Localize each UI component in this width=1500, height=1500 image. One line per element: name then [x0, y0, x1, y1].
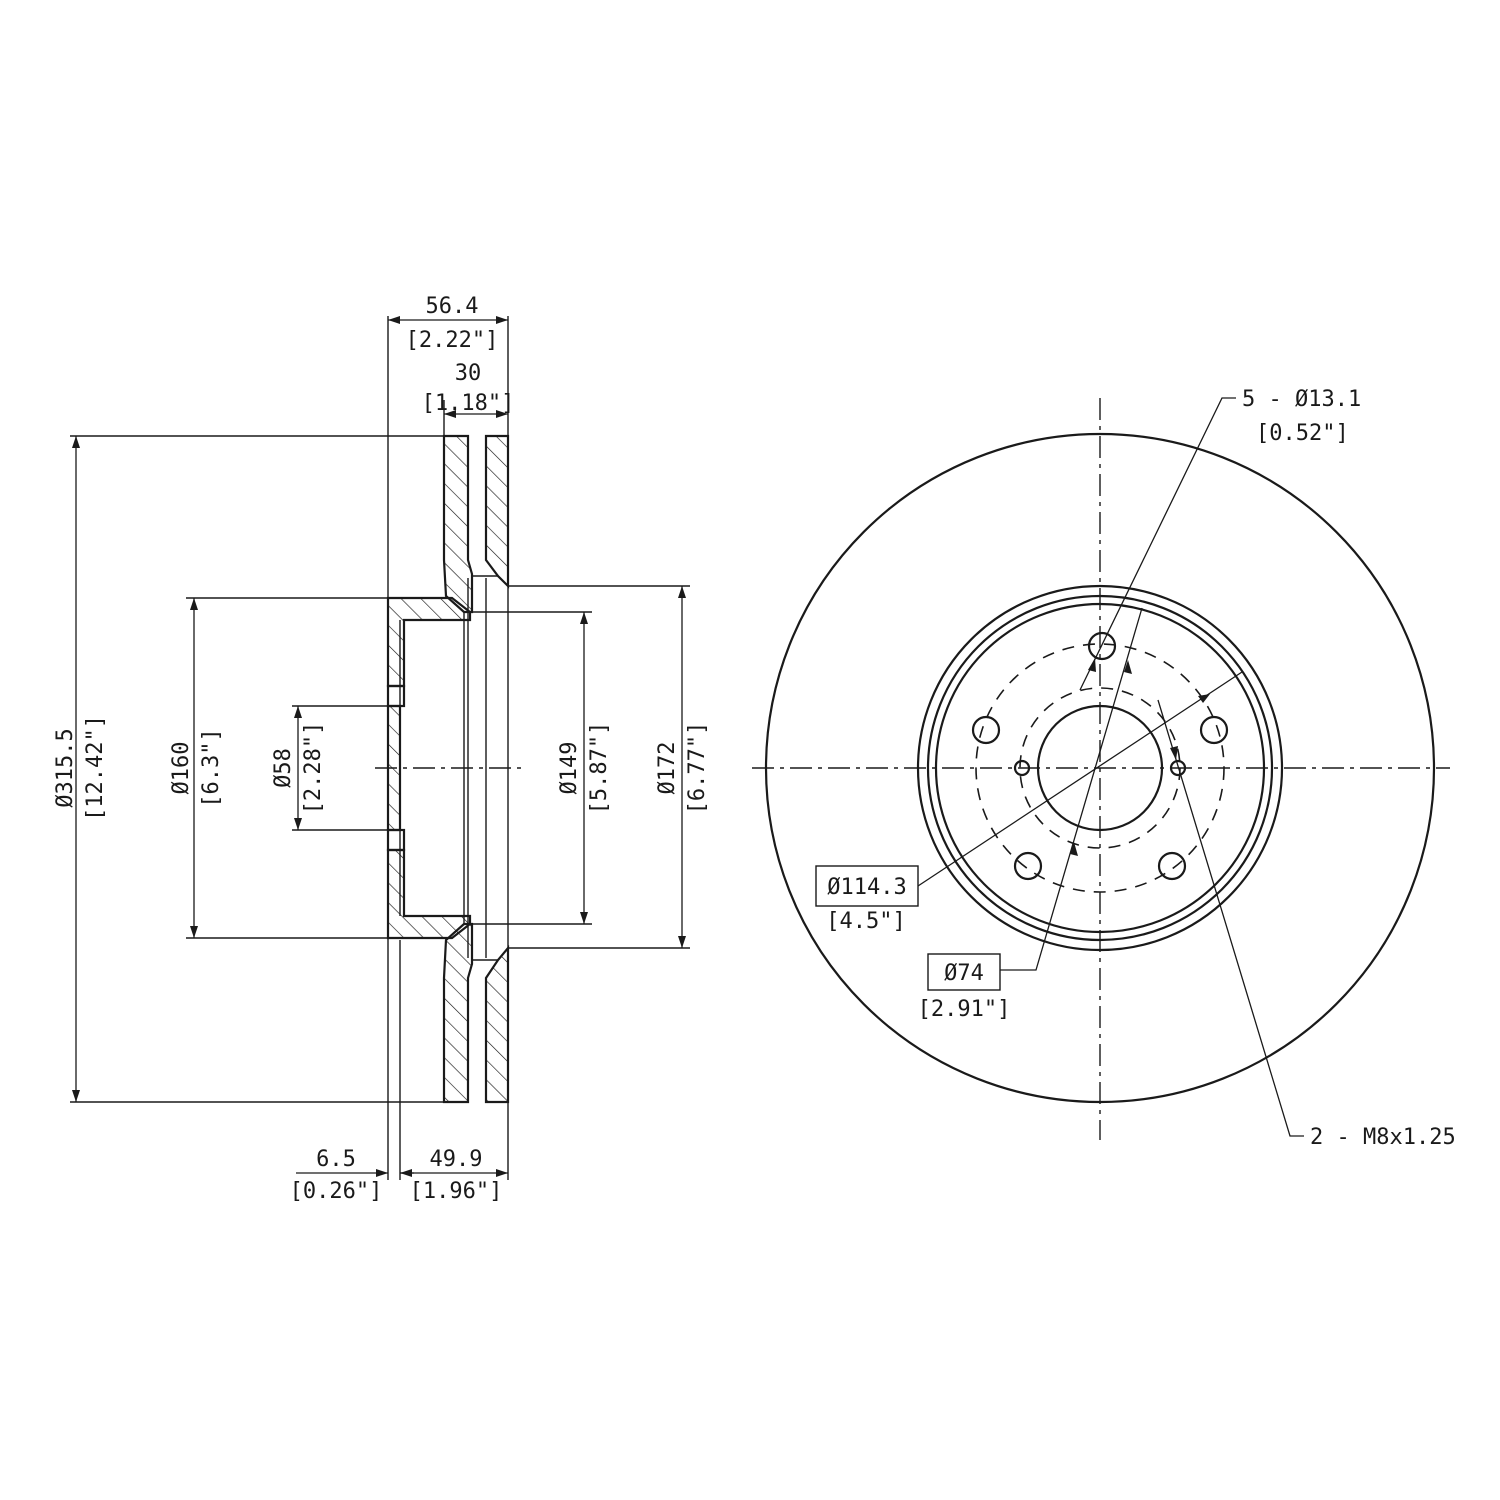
bolt-hole — [1013, 851, 1043, 881]
dim-hat-diameter-imperial: [6.3"] — [199, 728, 224, 807]
dim-center-bore-imperial: [2.28"] — [301, 722, 326, 815]
bolt-holes-value: 5 - Ø13.1 — [1242, 387, 1361, 412]
bolt-circle-box — [815, 865, 919, 907]
dim-center-bore: Ø58 [2.28"] — [271, 706, 326, 830]
leader-center-hole: Ø74 [2.91"] — [918, 607, 1143, 1022]
dim-hat-thickness-imperial: [0.26"] — [290, 1179, 383, 1204]
hat-step-circle — [926, 594, 1274, 942]
rotor-section — [386, 434, 510, 1104]
bolt-hole — [971, 715, 1001, 745]
dim-outer-diameter-imperial: [12.42"] — [83, 715, 108, 821]
bolt-holes — [971, 631, 1229, 881]
threaded-hole — [1013, 759, 1031, 777]
center-hole-box — [927, 953, 1001, 991]
dim-inner-172: Ø172 [6.77"] — [655, 586, 710, 948]
bolt-circle-imperial: [4.5"] — [826, 909, 905, 934]
threaded-holes-value: 2 - M8x1.25 — [1310, 1125, 1456, 1150]
dim-outer-diameter: Ø315.5 [12.42"] — [53, 436, 108, 1102]
center-hole-value: Ø74 — [944, 961, 984, 986]
threaded-holes — [1013, 759, 1187, 777]
leader-threaded-holes: 2 - M8x1.25 — [1157, 699, 1456, 1150]
bolt-hole — [1157, 851, 1187, 881]
bolt-hole — [1087, 631, 1117, 661]
dim-inner-149-imperial: [5.87"] — [587, 722, 612, 815]
dim-inner-172-value: Ø172 — [655, 742, 680, 795]
front-view: 5 - Ø13.1 [0.52"] Ø114.3 [4.5"] Ø74 [2.9… — [752, 387, 1456, 1150]
dim-inner-172-imperial: [6.77"] — [685, 722, 710, 815]
dim-outer-diameter-value: Ø315.5 — [53, 728, 78, 807]
bolt-circle — [975, 643, 1225, 893]
bolt-hole — [1199, 715, 1229, 745]
dim-hat-thickness: 6.5 [0.26"] — [290, 1147, 414, 1204]
dim-hat-diameter: Ø160 [6.3"] — [169, 598, 224, 938]
dim-friction-width-imperial: [1.18"] — [422, 391, 515, 416]
dim-total-width-value: 56.4 — [426, 294, 479, 319]
dim-inner-149: Ø149 [5.87"] — [557, 612, 612, 924]
hat-outer-circle — [916, 584, 1284, 952]
bolt-circle-value: Ø114.3 — [827, 875, 906, 900]
dim-hat-height-value: 49.9 — [430, 1147, 483, 1172]
inner-hidden-circle — [1019, 687, 1181, 849]
dim-total-width: 56.4 [2.22"] — [388, 294, 508, 353]
dim-inner-149-value: Ø149 — [557, 742, 582, 795]
dim-hat-height: 49.9 [1.96"] — [400, 1147, 508, 1204]
side-section-view: 56.4 [2.22"] 30 [1.18"] Ø315.5 [12.42"] … — [53, 294, 710, 1204]
dim-center-bore-value: Ø58 — [271, 748, 296, 788]
dim-hat-thickness-value: 6.5 — [316, 1147, 356, 1172]
center-hole-imperial: [2.91"] — [918, 997, 1011, 1022]
dim-hat-height-imperial: [1.96"] — [410, 1179, 503, 1204]
dim-friction-width-value: 30 — [455, 361, 482, 386]
dim-friction-width: 30 [1.18"] — [422, 361, 515, 418]
hat-face-circle — [934, 602, 1266, 934]
threaded-hole — [1169, 759, 1187, 777]
dim-hat-diameter-value: Ø160 — [169, 742, 194, 795]
leader-bolt-circle: Ø114.3 [4.5"] — [815, 671, 1243, 934]
dim-total-width-imperial: [2.22"] — [406, 328, 499, 353]
rotor-outer-edge — [764, 432, 1436, 1104]
center-hole — [1036, 704, 1164, 832]
leader-bolt-holes: 5 - Ø13.1 [0.52"] — [1079, 387, 1361, 691]
bolt-holes-imperial: [0.52"] — [1256, 421, 1349, 446]
